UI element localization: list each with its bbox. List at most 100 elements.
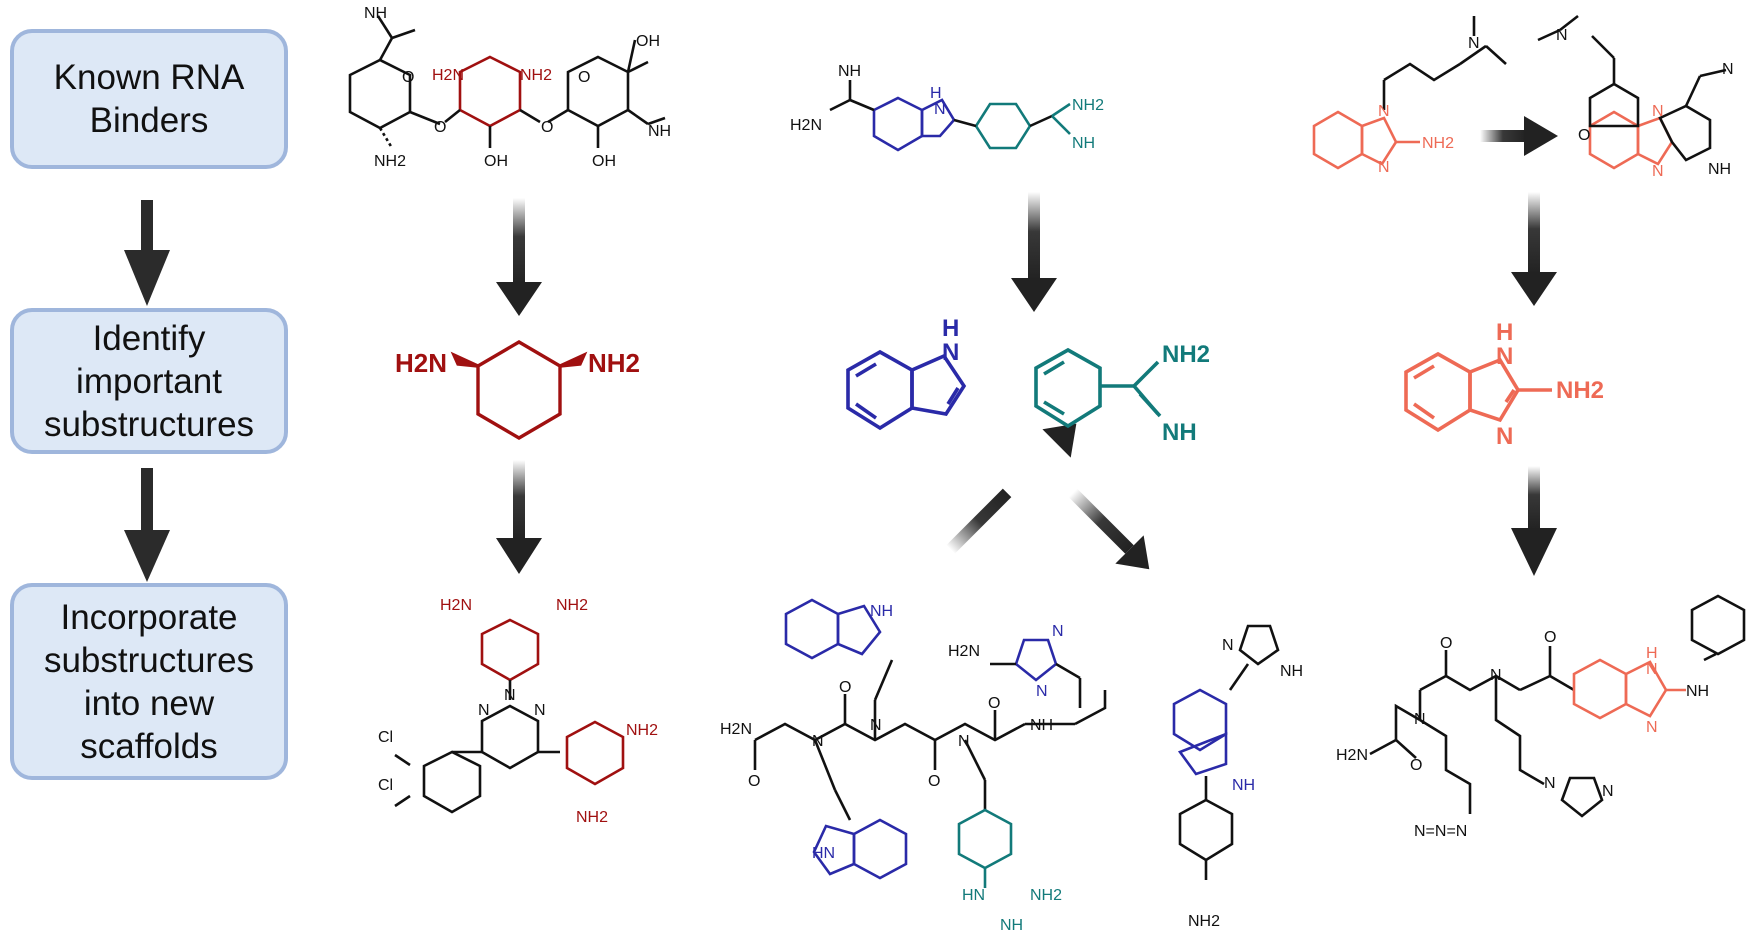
atom-label: H xyxy=(930,85,942,102)
step-incorporate-substructures: Incorporate substructures into new scaff… xyxy=(10,583,288,780)
atom-label: NH xyxy=(1686,683,1709,700)
aminobenzimidazole-precursor-labels: N N NH2 N xyxy=(1378,35,1480,176)
atom-label: NH xyxy=(1030,717,1053,734)
atom-label: N xyxy=(812,733,824,750)
atom-label: O xyxy=(1544,629,1556,646)
atom-label: N xyxy=(1052,623,1064,640)
atom-label: N xyxy=(1490,667,1502,684)
atom-label: N xyxy=(1222,637,1234,654)
atom-label: O xyxy=(748,773,760,790)
atom-label: N xyxy=(1378,159,1390,176)
atom-label: NH xyxy=(648,123,671,140)
atom-label: HN xyxy=(812,845,835,862)
atom-label: H2N xyxy=(395,348,447,378)
atom-label: NH xyxy=(1708,161,1731,178)
benzamidine-labels: NH2 NH xyxy=(1162,341,1210,446)
atom-label: N xyxy=(534,702,546,719)
atom-label: N xyxy=(934,101,946,118)
arrow-benzimidazole-2 xyxy=(1511,466,1557,576)
triazine-labels: H2N NH2 N N N Cl Cl NH2 NH2 xyxy=(378,597,658,826)
atom-label: NH xyxy=(1280,663,1303,680)
flow-arrow-2 xyxy=(124,468,170,582)
atom-label: NH2 xyxy=(1188,913,1220,930)
atom-label: H2N xyxy=(948,643,980,660)
molecule-triazine-scaffold xyxy=(394,618,625,814)
atom-label: H xyxy=(942,315,959,342)
aminoglycoside-labels: NH O NH2 O OH O OH O OH NH H2N NH2 xyxy=(364,5,671,170)
step-label: Known RNA Binders xyxy=(53,58,245,140)
fused-benzimidazole-labels: N N O N N NH xyxy=(1556,27,1734,180)
arrow-aminoglycoside-2 xyxy=(496,460,542,574)
peptoid-labels: H2N O N O N O N O NH H2N NH HN N N HN NH… xyxy=(720,603,1064,934)
atom-label: N xyxy=(1602,783,1614,800)
arrow-indole-diagonal-left xyxy=(946,423,1077,554)
molecule-peptoid-scaffold xyxy=(753,598,1107,888)
atom-label: N xyxy=(1652,103,1664,120)
indole-labels: H N xyxy=(942,315,959,366)
atom-label: H2N xyxy=(790,117,822,134)
step-identify-substructures: Identify important substructures xyxy=(10,308,288,454)
atom-label: Cl xyxy=(378,729,393,746)
imidazolinyl-indole-labels: N NH NH NH2 xyxy=(1188,637,1303,930)
atom-label: H2N xyxy=(432,67,464,84)
atom-label: H2N xyxy=(1336,747,1368,764)
atom-label: N xyxy=(1496,343,1513,370)
atom-label: O xyxy=(839,679,851,696)
molecule-imidazolinyl-indole xyxy=(1172,624,1280,880)
step-known-rna-binders: Known RNA Binders xyxy=(10,29,288,169)
molecule-fused-benzimidazole xyxy=(1537,14,1727,170)
flow-arrow-1 xyxy=(124,200,170,306)
atom-label: NH2 xyxy=(1556,377,1604,404)
arrow-indole-2 xyxy=(1511,192,1557,306)
atom-label: OH xyxy=(592,153,616,170)
atom-label: N xyxy=(958,733,970,750)
atom-label: H2N xyxy=(440,597,472,614)
atom-label: O xyxy=(1440,635,1452,652)
molecule-2-aminobenzimidazole xyxy=(1404,351,1552,433)
atom-label: H xyxy=(1646,645,1658,662)
atom-label: N xyxy=(870,717,882,734)
molecule-aminoglycoside xyxy=(348,15,666,149)
molecule-aminobenzimidazole-precursor xyxy=(1312,16,1507,170)
atom-label: NH2 xyxy=(1072,97,1104,114)
molecule-indole xyxy=(846,349,967,431)
atom-label: N xyxy=(1496,423,1513,450)
atom-label: NH2 xyxy=(576,809,608,826)
atom-label: N xyxy=(478,702,490,719)
indole-amidine-labels: NH H2N H N NH2 NH xyxy=(790,63,1104,152)
atom-label: OH xyxy=(484,153,508,170)
molecule-indole-amidine xyxy=(829,80,1071,152)
atom-label: O xyxy=(434,119,446,136)
benzimidazole-scaffold-labels: O O N N H2N O H N N NH N N N=N=N xyxy=(1336,629,1709,840)
arrow-aminoglycoside-1 xyxy=(496,198,542,316)
atom-label: Cl xyxy=(378,777,393,794)
arrow-indole-diagonal-right xyxy=(1068,488,1150,570)
diaminocyclohexane-labels: H2N NH2 xyxy=(395,348,640,378)
atom-label: N xyxy=(504,687,516,704)
molecule-diaminocyclohexane xyxy=(450,340,588,440)
step-label: Identify important substructures xyxy=(43,318,255,444)
atom-label: NH xyxy=(1072,135,1095,152)
atom-label: NH2 xyxy=(1162,341,1210,368)
atom-label: NH xyxy=(838,63,861,80)
arrow-benzimidazole-horizontal xyxy=(1480,116,1558,156)
atom-label: NH2 xyxy=(520,67,552,84)
atom-label: N xyxy=(1722,61,1734,78)
atom-label: O xyxy=(928,773,940,790)
atom-label: NH2 xyxy=(374,153,406,170)
molecule-benzimidazole-scaffold xyxy=(1369,594,1746,818)
step-label: Incorporate substructures into new scaff… xyxy=(43,597,255,766)
atom-label: NH xyxy=(1000,917,1023,934)
atom-label: NH xyxy=(1232,777,1255,794)
atom-label: O xyxy=(578,69,590,86)
atom-label: O xyxy=(988,695,1000,712)
atom-label: N xyxy=(1378,103,1390,120)
atom-label: N xyxy=(1646,719,1658,736)
atom-label: H xyxy=(1496,319,1513,346)
atom-label: N xyxy=(1544,775,1556,792)
atom-label: N xyxy=(1646,661,1658,678)
atom-label: NH xyxy=(364,5,387,22)
atom-label: N xyxy=(1036,683,1048,700)
